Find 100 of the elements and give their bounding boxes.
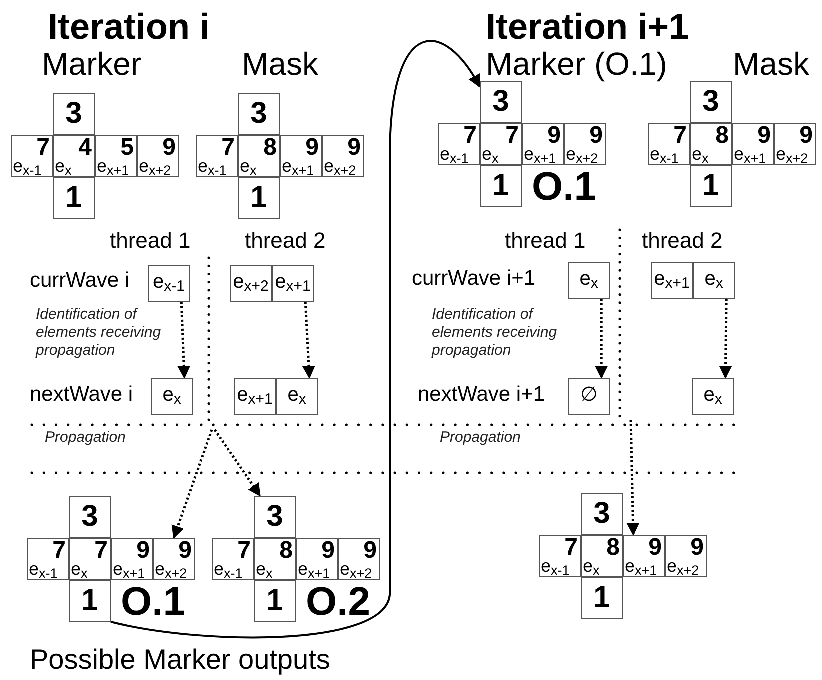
grid-cell [581,493,623,535]
wave-element-box [693,262,735,299]
element-label: e$_{x-1}$ [29,560,58,578]
grid-cell [69,580,111,622]
phase-label: Propagation [45,429,126,448]
element-label: e$_{x-1}$ [13,157,42,175]
cell-value: 9 [136,539,150,563]
element-label: e$_{x+1}$ [654,268,690,288]
element-label: e$_{x}$ [256,560,273,578]
thread-label: thread 2 [642,227,723,254]
cell-value: 7 [52,539,66,563]
arrow [178,302,191,380]
cell-value: 9 [590,124,603,148]
grid-cell [238,93,280,135]
arrow [172,430,214,540]
grid-cell [480,123,522,165]
arrow [302,302,316,380]
cell-value: 3 [82,502,98,532]
arrow [626,420,640,536]
grid-cell [623,535,665,577]
cell-value: 7 [238,539,251,563]
element-label: e$_{x+1}$ [237,384,273,404]
grid-cell [254,580,296,622]
grid-cell [53,177,95,219]
cell-value: 9 [548,124,561,148]
grid-cell [53,93,95,135]
grid-cell [27,538,69,580]
element-label: e$_{x-1}$ [440,145,469,163]
element-label: e$_{x+1}$ [113,560,146,578]
cell-value: 7 [94,539,108,563]
wave-element-box [651,262,693,299]
element-label: e$_{x+2}$ [776,145,808,163]
element-label: e$_{x+1}$ [97,157,130,175]
cell-value: 7 [36,136,50,160]
grid-cell [296,538,338,580]
caption: Possible Marker outputs [30,646,330,674]
wave-element-box [272,265,314,302]
column-heading: Mask [242,45,318,84]
arrow [719,298,732,380]
element-label: e$_{x+2}$ [233,272,269,292]
cell-value: 8 [280,539,293,563]
cell-value: 9 [348,136,361,160]
wave-element-box [230,265,272,302]
grid-cell [238,135,280,177]
element-label: e$_{x+1}$ [734,145,766,163]
grid-cell [690,165,732,207]
wave-element-box [568,262,610,299]
cell-value: 1 [492,171,510,201]
wave-element-box [148,265,190,302]
cell-value: 8 [264,136,277,160]
wave-element-box [234,378,276,415]
element-label: e$_{x+2}$ [155,560,188,578]
grid-cell [690,81,732,123]
element-label: e$_{x}$ [482,145,499,163]
output-tag: O.1 [532,167,596,207]
row-label: nextWave i [30,382,134,408]
element-label: e$_{x+1}$ [282,157,314,175]
element-label: e$_{x}$ [583,557,600,575]
element-label: e$_{x}$ [240,157,257,175]
cell-value: 3 [594,499,610,529]
cell-value: 8 [606,536,620,560]
grid-cell [539,535,581,577]
element-label: e$_{x}$ [704,268,724,288]
wave-element-box [151,378,193,415]
grid-cell [95,135,137,177]
cell-value: 7 [506,124,519,148]
row-label: nextWave i+1 [418,382,546,408]
grid-cell [648,123,690,165]
grid-cell [438,123,480,165]
element-label: e$_{x+1}$ [524,145,556,163]
grid-cell [581,577,623,619]
thread-label: thread 2 [245,227,326,254]
element-label: e$_{x-1}$ [214,560,243,578]
element-label: ∅ [580,384,598,404]
cell-value: 1 [702,171,720,201]
row-label: currWave i [30,268,130,294]
grid-cell [774,123,816,165]
thread-label: thread 1 [505,227,586,254]
step-note: Identification of elements receiving propagation [432,306,558,360]
cell-value: 7 [674,124,687,148]
cell-value: 7 [564,536,578,560]
arrow [595,299,608,380]
element-label: e$_{x+1}$ [275,272,311,292]
element-label: e$_{x}$ [704,384,722,404]
grid-cell [137,135,179,177]
output-tag: O.2 [306,582,370,622]
cell-value: 1 [594,583,610,613]
cell-value: 4 [78,136,92,160]
element-label: e$_{x}$ [55,157,72,175]
step-note: Identification of elements receiving propagation [36,306,162,360]
grid-cell [254,496,296,538]
element-label: e$_{x-1}$ [153,272,185,292]
cell-value: 7 [222,136,235,160]
wave-element-box [276,378,318,415]
grid-cell [732,123,774,165]
element-label: e$_{x+2}$ [139,157,172,175]
cell-value: 1 [82,586,98,616]
element-label: e$_{x+2}$ [667,557,700,575]
cell-value: 7 [464,124,477,148]
grid-cell [212,538,254,580]
